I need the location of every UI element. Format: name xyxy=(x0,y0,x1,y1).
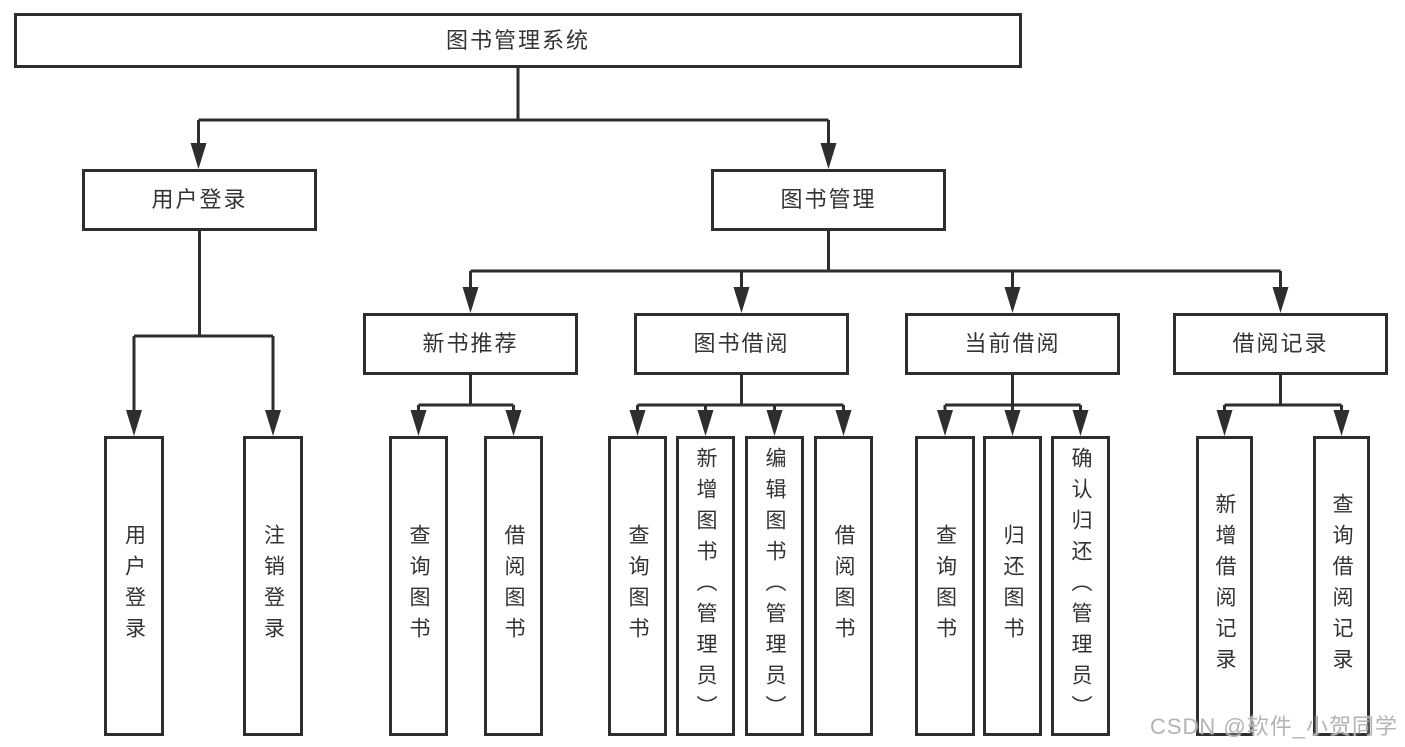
node-nbr-borrow-books: 借阅图书 xyxy=(484,436,543,736)
node-cb-query-books: 查询图书 xyxy=(915,436,975,736)
connector-book-borrow xyxy=(636,375,845,411)
arrowhead xyxy=(265,410,281,436)
node-br-add-record-label: 新增借阅记录 xyxy=(1213,493,1236,679)
node-user-login-leaf: 用户登录 xyxy=(104,436,164,736)
node-new-book-recommend: 新书推荐 xyxy=(363,313,578,375)
arrowhead xyxy=(462,287,479,313)
arrowhead xyxy=(629,410,646,436)
node-br-add-record: 新增借阅记录 xyxy=(1196,436,1253,736)
arrowhead xyxy=(126,410,142,436)
node-borrow-records: 借阅记录 xyxy=(1173,313,1388,375)
node-logout-label: 注销登录 xyxy=(261,524,285,648)
connector-book-management xyxy=(469,231,1282,288)
node-cb-query-books-label: 查询图书 xyxy=(933,524,957,648)
connector-root xyxy=(197,68,830,144)
connector-current-borrow xyxy=(943,375,1082,411)
node-cb-confirm-return-admin: 确认归还（管理员） xyxy=(1051,436,1110,736)
node-cb-confirm-return-admin-label: 确认归还（管理员） xyxy=(1069,446,1092,726)
node-new-book-recommend-label: 新书推荐 xyxy=(422,331,519,356)
arrowhead xyxy=(766,410,783,436)
node-br-query-record: 查询借阅记录 xyxy=(1313,436,1370,736)
connector-user-login xyxy=(132,231,275,411)
node-book-borrow: 图书借阅 xyxy=(634,313,849,375)
arrowhead xyxy=(1333,410,1350,436)
node-root-label: 图书管理系统 xyxy=(445,27,590,53)
arrowhead xyxy=(1004,410,1021,436)
node-root: 图书管理系统 xyxy=(14,13,1022,68)
arrowhead xyxy=(1004,287,1021,313)
node-cb-return-books-label: 归还图书 xyxy=(1001,524,1024,648)
arrowhead xyxy=(1272,287,1289,313)
node-book-borrow-label: 图书借阅 xyxy=(693,331,790,356)
node-user-login-group: 用户登录 xyxy=(82,169,317,231)
node-current-borrow: 当前借阅 xyxy=(905,313,1120,375)
arrowhead xyxy=(820,143,837,169)
node-borrow-records-label: 借阅记录 xyxy=(1232,331,1329,356)
arrowhead xyxy=(505,410,522,436)
connector-borrow-records xyxy=(1223,375,1343,411)
node-br-query-record-label: 查询借阅记录 xyxy=(1330,493,1353,679)
node-bb-edit-books-admin-label: 编辑图书（管理员） xyxy=(763,446,786,726)
arrowhead xyxy=(835,410,852,436)
connector-new-book-recommend xyxy=(417,375,515,411)
node-user-login-group-label: 用户登录 xyxy=(151,187,248,212)
node-bb-edit-books-admin: 编辑图书（管理员） xyxy=(745,436,804,736)
node-bb-query-books-label: 查询图书 xyxy=(626,524,649,648)
arrowhead xyxy=(410,410,427,436)
arrowhead xyxy=(1216,410,1233,436)
node-cb-return-books: 归还图书 xyxy=(983,436,1042,736)
arrowhead xyxy=(733,287,750,313)
node-book-management: 图书管理 xyxy=(711,169,946,231)
arrowhead xyxy=(190,143,207,169)
watermark: CSDN @软件_小贺同学 xyxy=(1149,714,1398,739)
arrowhead xyxy=(937,410,953,436)
node-logout: 注销登录 xyxy=(243,436,303,736)
node-current-borrow-label: 当前借阅 xyxy=(964,331,1061,356)
node-nbr-query-books: 查询图书 xyxy=(389,436,448,736)
node-bb-borrow-books: 借阅图书 xyxy=(814,436,873,736)
node-bb-query-books: 查询图书 xyxy=(608,436,667,736)
node-bb-add-books-admin: 新增图书（管理员） xyxy=(676,436,735,736)
node-bb-borrow-books-label: 借阅图书 xyxy=(832,524,855,648)
node-nbr-query-books-label: 查询图书 xyxy=(407,524,430,648)
node-user-login-leaf-label: 用户登录 xyxy=(122,524,146,648)
node-nbr-borrow-books-label: 借阅图书 xyxy=(502,524,525,648)
arrowhead xyxy=(697,410,714,436)
node-bb-add-books-admin-label: 新增图书（管理员） xyxy=(694,446,717,726)
arrowhead xyxy=(1072,410,1089,436)
node-book-management-label: 图书管理 xyxy=(780,187,877,212)
